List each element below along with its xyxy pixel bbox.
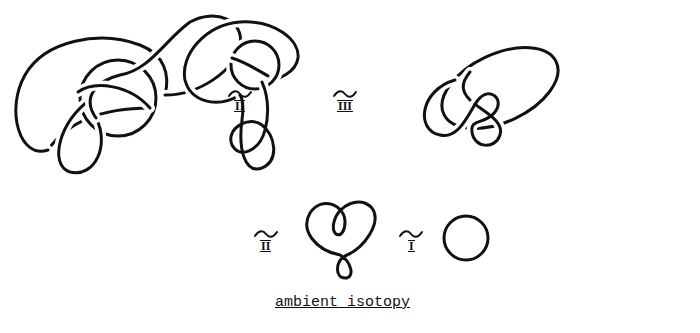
move-number: II [234, 100, 245, 112]
knot-diagram-4 [307, 202, 375, 278]
move-number: II [260, 240, 271, 252]
knot-diagram-2 [184, 22, 298, 169]
unknot-circle [444, 216, 488, 260]
isotopy-tildes [229, 91, 422, 237]
knot-diagram-3 [424, 31, 570, 145]
move-number: III [337, 100, 353, 112]
move-number: I [408, 240, 415, 252]
figure-caption: ambient isotopy [275, 294, 410, 311]
